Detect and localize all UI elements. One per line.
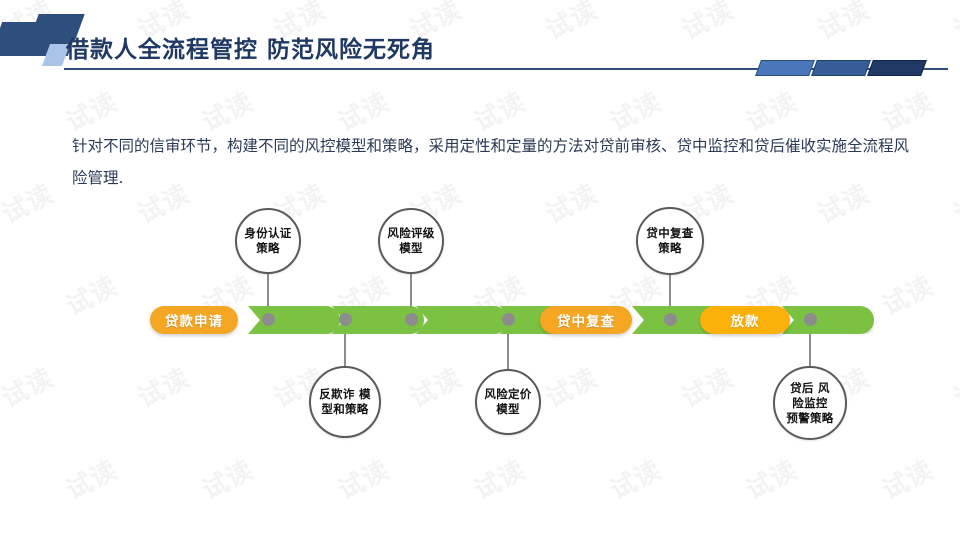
callout-bubble[interactable]: 贷后 风险监控预警策略 — [773, 366, 847, 440]
callout-connector-line — [669, 273, 671, 320]
callout-bubble[interactable]: 身份认证策略 — [235, 208, 301, 274]
flow-segment-label: 放款 — [730, 314, 760, 330]
header-accent-chip-mid — [811, 60, 871, 76]
flow-node-dot[interactable] — [663, 313, 677, 326]
flow-node-dot[interactable] — [261, 313, 275, 326]
flow-segment-label: 贷中复查 — [557, 314, 615, 330]
callout-label: 身份认证策略 — [244, 226, 292, 255]
callout-connector-line — [809, 320, 811, 368]
flow-node-dot[interactable] — [338, 313, 352, 326]
flow-node-dot[interactable] — [803, 313, 817, 326]
callout-bubble[interactable]: 风险定价模型 — [475, 369, 541, 435]
callout-label: 贷中复查策略 — [646, 226, 694, 255]
header-divider-line — [64, 68, 948, 70]
callout-bubble[interactable]: 反欺诈 模型和策略 — [309, 366, 381, 438]
intro-paragraph: 针对不同的信审环节，构建不同的风控模型和策略，采用定性和定量的方法对贷前审核、贷… — [72, 137, 910, 187]
page-title: 借款人全流程管控 防范风险无死角 — [66, 37, 436, 63]
flow-node-dot[interactable] — [501, 313, 515, 326]
callout-label: 贷后 风险监控预警策略 — [786, 380, 834, 425]
callout-label: 反欺诈 模型和策略 — [319, 387, 371, 416]
flow-segment-shape — [540, 306, 632, 334]
callout-label: 风险定价模型 — [484, 387, 532, 416]
callout-connector-line — [267, 272, 269, 320]
callout-connector-line — [344, 320, 346, 368]
flow-segment-labeled[interactable]: 放款 — [700, 306, 790, 334]
header-accent-chip-dark — [867, 60, 927, 76]
flow-node-dot[interactable] — [404, 313, 418, 326]
flow-segment-label: 贷款申请 — [165, 314, 223, 330]
callout-connector-line — [507, 320, 509, 371]
callout-bubble[interactable]: 贷中复查策略 — [636, 207, 704, 275]
flow-segment-labeled[interactable]: 贷中复查 — [540, 306, 632, 334]
flow-segment[interactable] — [416, 306, 508, 334]
flow-segment-shape — [416, 306, 508, 334]
flow-segment-shape — [782, 306, 874, 334]
flow-segment-labeled[interactable]: 贷款申请 — [150, 306, 238, 334]
flow-segment[interactable] — [782, 306, 874, 334]
flow-segment-shape — [150, 306, 238, 334]
flow-segment-shape — [700, 306, 790, 334]
callout-bubble[interactable]: 风险评级模型 — [378, 208, 444, 274]
callout-connector-line — [410, 272, 412, 320]
slide-header: 借款人全流程管控 防范风险无死角 — [0, 0, 960, 86]
callout-label: 风险评级模型 — [387, 226, 435, 255]
header-accent-chip-light — [755, 60, 815, 76]
